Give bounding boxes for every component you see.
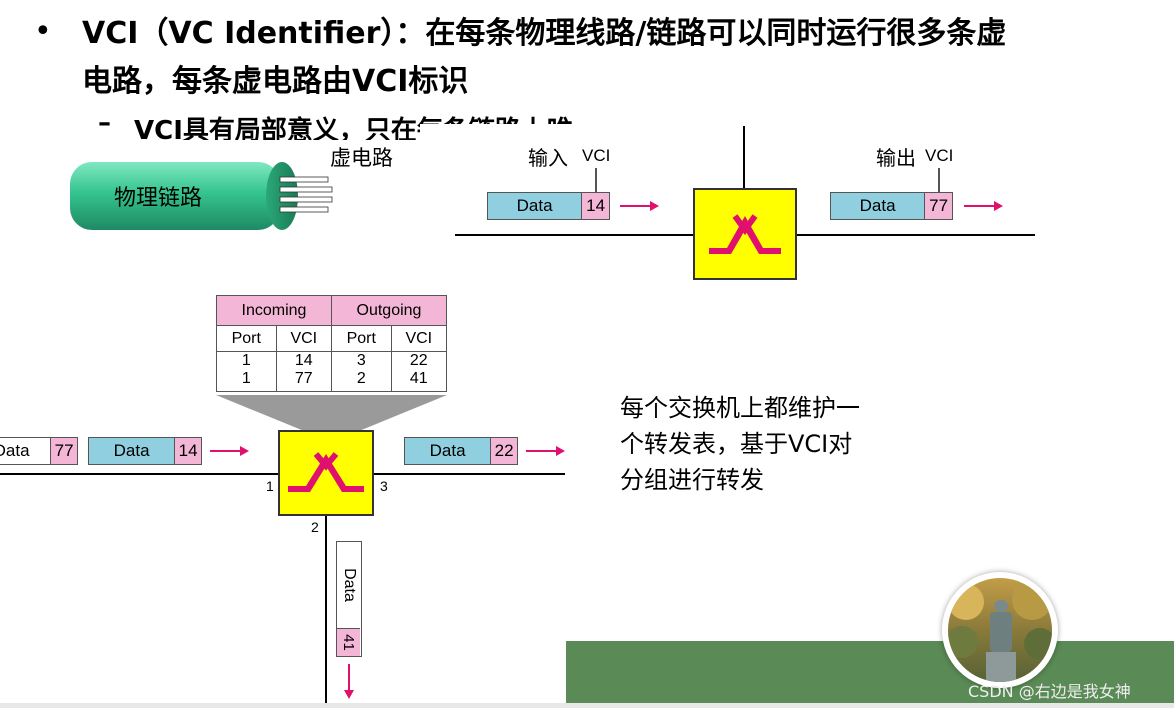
outgoing-header: Outgoing xyxy=(330,295,448,326)
table-cell: 1 xyxy=(216,351,277,370)
col-header: Port xyxy=(330,325,392,352)
input-vci-label: VCI xyxy=(582,146,611,165)
physical-link-tube: 物理链路 xyxy=(64,160,333,232)
output-packet: Data 77 xyxy=(830,192,953,220)
packet-data: Data xyxy=(89,438,175,464)
virtual-circuit-label: 虚电路 xyxy=(330,146,393,170)
down-packet: Data 41 xyxy=(336,541,362,657)
output-vci-label: VCI xyxy=(925,146,954,165)
packet-data: Data xyxy=(0,438,51,464)
forwarding-table: Incoming Outgoing Port VCI Port VCI 1 14… xyxy=(216,295,448,392)
top-switch xyxy=(693,188,797,280)
watermark: CSDN @右边是我女神 xyxy=(968,682,1131,701)
packet-data: Data xyxy=(488,193,582,219)
down-arrow xyxy=(344,664,354,699)
bullet-1-line-1: VCI（VC Identifier）：在每条物理线路/链路可以同时运行很多条虚 xyxy=(82,16,1007,51)
left-arrow xyxy=(210,446,249,456)
note-line-3: 分组进行转发 xyxy=(620,466,764,494)
output-label: 输出 xyxy=(876,146,916,170)
input-vci-tick xyxy=(595,168,597,194)
packet-vci: 77 xyxy=(50,438,77,464)
table-callout xyxy=(216,395,447,431)
footer-band xyxy=(566,641,1174,708)
note-line-1: 每个交换机上都维护一 xyxy=(620,394,860,422)
input-packet: Data 14 xyxy=(487,192,610,220)
table-cell: 41 xyxy=(390,369,448,392)
note-line-2: 个转发表，基于VCI对 xyxy=(620,430,853,458)
port-2-label: 2 xyxy=(311,519,319,535)
statue-photo xyxy=(942,572,1058,688)
top-switch-stem xyxy=(743,126,745,190)
table-cell: 14 xyxy=(275,351,332,370)
table-cell: 3 xyxy=(330,351,392,370)
table-cell: 77 xyxy=(275,369,332,392)
bottom-switch xyxy=(278,430,374,516)
packet-vci: 41 xyxy=(337,628,360,656)
packet-vci: 14 xyxy=(581,193,609,219)
far-left-packet-clip: Data 77 xyxy=(0,436,80,466)
table-cell: 22 xyxy=(390,351,448,370)
page-bottom-border xyxy=(0,703,1174,708)
tube-label: 物理链路 xyxy=(114,186,203,211)
input-label: 输入 xyxy=(528,146,568,170)
overlay-cover xyxy=(420,124,720,154)
incoming-header: Incoming xyxy=(216,295,332,326)
bottom-down-line xyxy=(325,514,327,704)
table-cell: 1 xyxy=(216,369,277,392)
col-header: VCI xyxy=(390,325,448,352)
bullet-marker-1: • xyxy=(34,14,52,49)
right-arrow xyxy=(526,446,565,456)
output-vci-tick xyxy=(938,168,940,194)
col-header: VCI xyxy=(275,325,332,352)
port-3-label: 3 xyxy=(380,478,388,494)
port-1-label: 1 xyxy=(266,478,274,494)
packet-vci: 22 xyxy=(490,438,517,464)
table-cell: 2 xyxy=(330,369,392,392)
input-arrow xyxy=(620,201,659,211)
packet-vci: 77 xyxy=(924,193,952,219)
packet-data: Data xyxy=(337,542,360,628)
packet-data: Data xyxy=(405,438,491,464)
left-packet: Data 14 xyxy=(88,437,202,465)
packet-data: Data xyxy=(831,193,925,219)
packet-vci: 14 xyxy=(174,438,201,464)
right-packet: Data 22 xyxy=(404,437,518,465)
packet-data-text: Data xyxy=(340,568,358,602)
bullet-2-marker: – xyxy=(98,108,111,138)
far-left-packet: Data 77 xyxy=(0,437,78,465)
bullet-1-line-2: 电路，每条虚电路由VCI标识 xyxy=(82,64,469,99)
packet-vci-text: 41 xyxy=(340,634,357,651)
output-arrow xyxy=(964,201,1003,211)
col-header: Port xyxy=(216,325,277,352)
